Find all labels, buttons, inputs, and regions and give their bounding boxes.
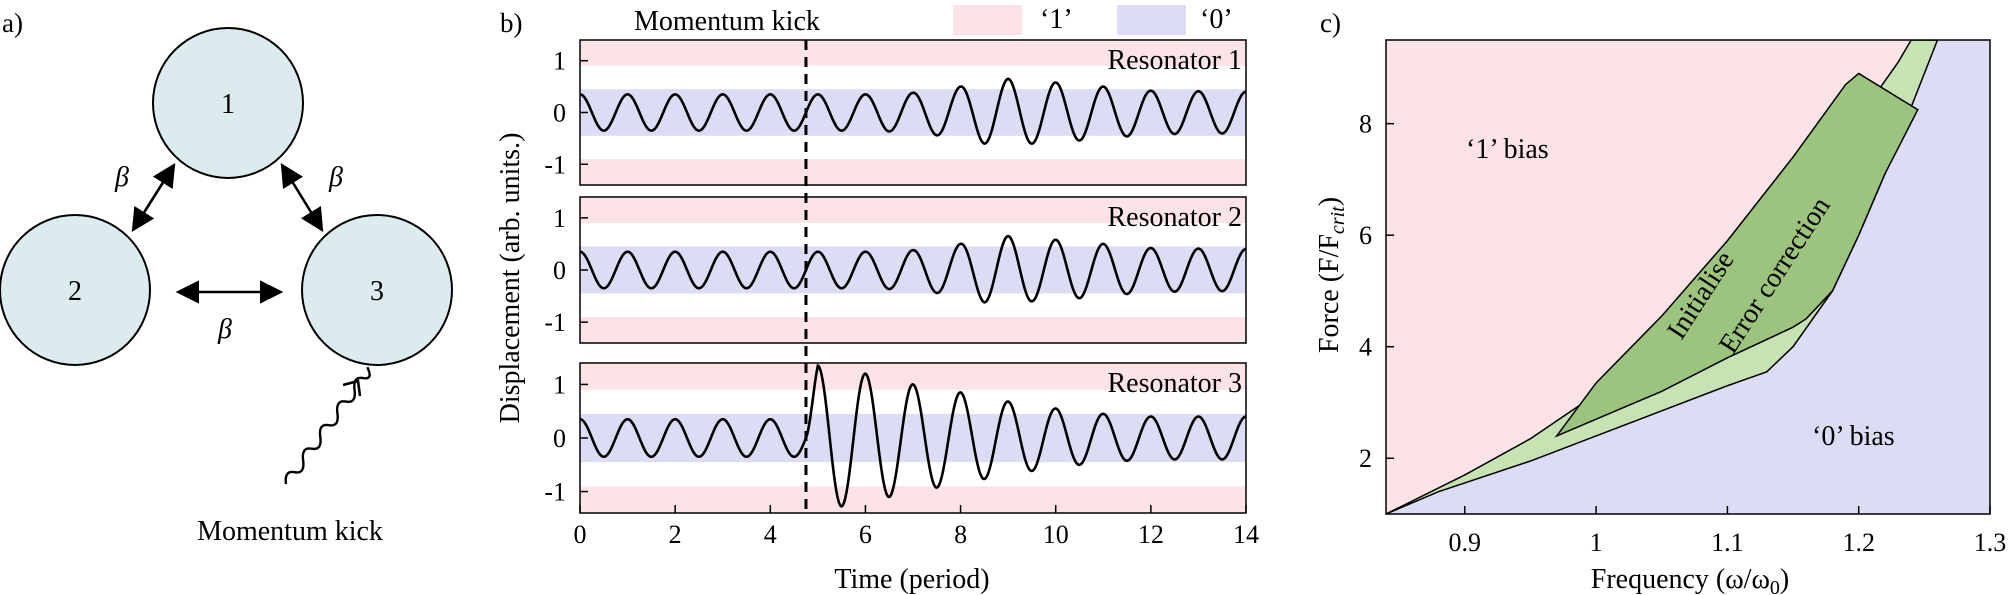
subplot-title-resonator-2: Resonator 2 xyxy=(1107,202,1242,233)
region-error-correction xyxy=(1554,72,1919,438)
subplot-resonator-1 xyxy=(580,40,1246,185)
panel-a: a) 1 2 3 β β β Momentum kick xyxy=(0,8,453,547)
y-tick-label: 0 xyxy=(553,424,566,453)
y-tick-label: 2 xyxy=(1359,444,1372,473)
x-tick-label: 2 xyxy=(669,520,682,549)
panel-b-kick-label: Momentum kick xyxy=(634,6,820,37)
panel-b-label: b) xyxy=(500,8,523,38)
y-tick-label: 1 xyxy=(553,47,566,76)
panel-a-kick-label: Momentum kick xyxy=(197,516,383,547)
y-tick-label: 0 xyxy=(553,99,566,128)
y-tick-label: 8 xyxy=(1359,110,1372,139)
y-tick-label: 6 xyxy=(1359,221,1372,250)
x-tick-label: 8 xyxy=(954,520,967,549)
y-tick-label: -1 xyxy=(544,150,566,179)
panel-b-x-axis: 0 2 4 6 8 10 12 14 xyxy=(574,505,1259,549)
band-one-1 xyxy=(580,486,1246,513)
resonator-2-trace xyxy=(580,234,1246,304)
coupling-label-2-3: β xyxy=(217,314,232,345)
subplot-title-resonator-3: Resonator 3 xyxy=(1107,368,1242,399)
x-tick-label: 1.2 xyxy=(1842,528,1875,557)
x-tick-label: 14 xyxy=(1233,520,1259,549)
node-2 xyxy=(0,214,151,366)
panel-b-ylabel: Displacement (arb. units.) xyxy=(495,133,526,424)
subplot-title-resonator-1: Resonator 1 xyxy=(1107,45,1242,76)
node-1 xyxy=(152,27,304,179)
band-one-0 xyxy=(580,197,1246,224)
x-tick-label: 6 xyxy=(859,520,872,549)
kick-arrowhead xyxy=(342,379,362,397)
x-tick-label: 0 xyxy=(574,520,587,549)
x-tick-label: 10 xyxy=(1043,520,1069,549)
region-label-one-bias: ‘1’ bias xyxy=(1466,134,1549,165)
x-tick-label: 1.1 xyxy=(1711,528,1744,557)
panel-c-frame xyxy=(1385,39,1991,515)
coupling-label-1-2: β xyxy=(114,162,129,193)
band-zero-0 xyxy=(580,89,1246,136)
x-tick-label: 12 xyxy=(1138,520,1164,549)
y-tick-label: -1 xyxy=(544,308,566,337)
node-1-label: 1 xyxy=(221,89,235,120)
band-one-0 xyxy=(580,40,1246,66)
x-tick-label: 4 xyxy=(764,520,777,549)
region-label-zero-bias: ‘0’ bias xyxy=(1812,421,1895,452)
coupling-label-1-3: β xyxy=(328,162,343,193)
node-2-label: 2 xyxy=(68,276,82,307)
subplot-resonator-3 xyxy=(580,363,1246,513)
panel-c-ylabel: Force (F/Fcrit) xyxy=(1314,197,1349,353)
panel-b-xlabel: Time (period) xyxy=(834,564,989,595)
legend-swatch-one xyxy=(953,5,1022,35)
phase-diagram: 0.9 1 1.1 1.2 1.3 2 4 6 8 xyxy=(1359,39,2007,557)
phase-regions xyxy=(1386,40,1990,514)
band-one-1 xyxy=(580,316,1246,343)
node-3 xyxy=(301,214,453,366)
x-tick-label: 0.9 xyxy=(1449,528,1482,557)
legend-swatch-zero xyxy=(1117,5,1186,35)
panel-c-label: c) xyxy=(1320,8,1341,38)
x-tick-label: 1 xyxy=(1590,528,1603,557)
coupling-arrow-1-2 xyxy=(131,163,176,232)
band-one-1 xyxy=(580,159,1246,185)
node-3-label: 3 xyxy=(370,276,384,307)
resonator-1-trace xyxy=(580,77,1246,145)
y-tick-label: 4 xyxy=(1359,333,1372,362)
legend-label-one: ‘1’ xyxy=(1040,4,1073,35)
x-tick-label: 1.3 xyxy=(1974,528,2007,557)
y-tick-label: 0 xyxy=(553,256,566,285)
y-tick-label: 1 xyxy=(553,370,566,399)
region-zero-bias xyxy=(1386,40,1990,514)
y-tick-label: -1 xyxy=(544,478,566,507)
subplot-resonator-2 xyxy=(580,197,1246,343)
band-zero-0 xyxy=(580,413,1246,463)
legend-label-zero: ‘0’ xyxy=(1200,4,1233,35)
panel-c-xlabel: Frequency (ω/ω0) xyxy=(1591,564,1789,595)
panel-a-label: a) xyxy=(2,8,23,38)
coupling-arrow-1-3 xyxy=(280,163,324,232)
y-tick-label: 1 xyxy=(553,204,566,233)
resonator-3-trace xyxy=(580,363,1246,508)
band-zero-0 xyxy=(580,246,1246,294)
wavy-arrow-icon xyxy=(284,366,371,485)
